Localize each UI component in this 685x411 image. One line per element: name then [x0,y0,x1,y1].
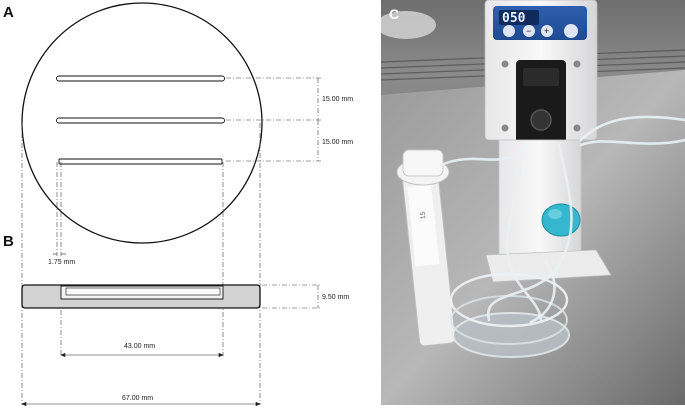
silicone-tubing [439,115,685,324]
extension-lines-right [226,77,322,162]
pump-button-left [503,25,515,37]
petri-dish-top [449,272,569,328]
panel-label-b: B [3,233,14,250]
panel-label-a: A [3,4,14,21]
channel-spacing-label-1: 15.00 mm [322,96,353,103]
tube-graduation-label: 15 [420,211,428,220]
blue-cap-highlight [548,209,562,219]
blue-bottle-cap [541,203,581,237]
pump-button-right [564,24,578,38]
technical-drawing: 15.00 mm 15.00 mm 1.75 mm 9.50 mm 43.00 … [21,2,353,407]
channel-length-label: 43.00 mm [124,343,155,350]
pump-screw-top-left [501,60,509,68]
pump-button-plus-label: + [544,26,549,36]
panel-label-c: C [389,6,400,22]
channel-inner-wall [65,287,221,296]
channel-spacing-label-2: 15.00 mm [322,139,353,146]
projection-lines [21,123,261,405]
thickness-dimension-lines [262,284,322,309]
pump-button-minus [523,25,535,37]
pump-display-value: 050 [502,11,526,26]
channel-width-label: 1.75 mm [48,259,75,266]
channel-3 [58,158,223,165]
pump-button-minus-label: − [526,26,531,36]
thickness-label: 9.50 mm [322,294,349,301]
setup-photograph: 050 − + 15 [381,0,685,405]
channel-length-dimension [60,352,224,358]
overall-width-label: 67.00 mm [122,395,153,402]
pump-screw-top-right [573,60,581,68]
pump-screw-right [573,124,581,132]
pump-button-plus [541,25,553,37]
overall-width-dimension [21,401,261,407]
pump-screw-left [501,124,509,132]
pump-stand [498,139,582,261]
pump-display-screen [499,10,539,25]
falcon-tube: 15 [396,149,456,347]
channel-1 [56,75,225,82]
background-object [381,11,436,39]
pump-head-window [523,68,559,86]
channel-2 [56,117,225,124]
pump-roller [530,109,552,131]
